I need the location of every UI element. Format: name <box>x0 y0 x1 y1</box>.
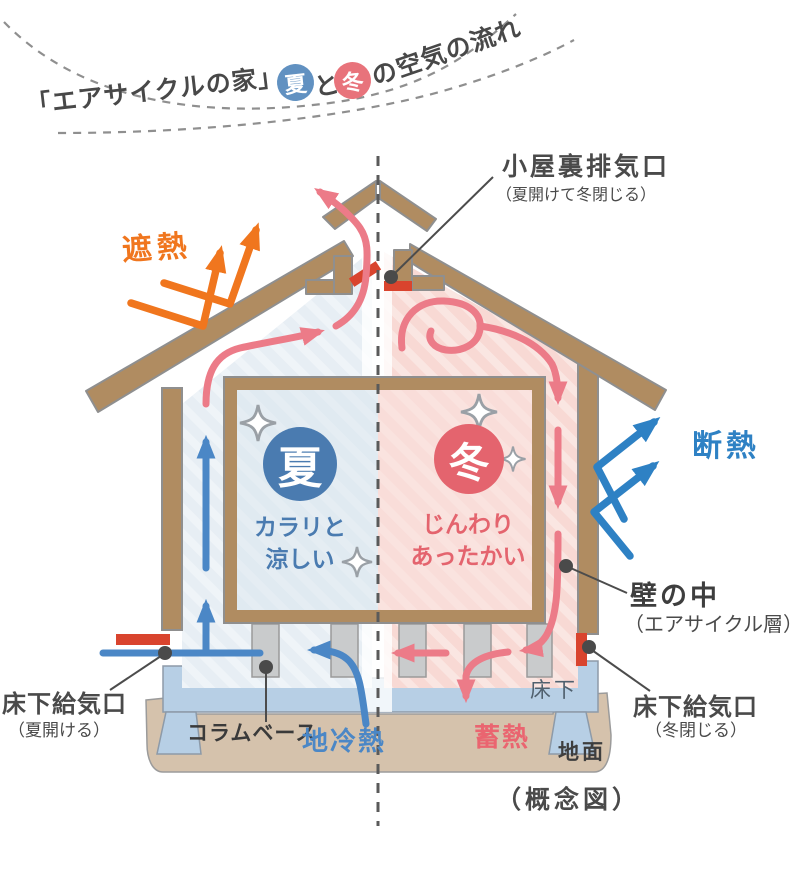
shade-label: 遮熱 <box>120 228 194 269</box>
leader-intake-summer <box>109 653 165 691</box>
sparkle-icon <box>341 546 373 578</box>
shade-arrow-1 <box>127 245 227 330</box>
summer-desc-line2: 涼しい <box>265 547 335 573</box>
squiggle-upper <box>3 13 517 110</box>
summer-room-badge: 夏 <box>263 427 337 501</box>
column-base-label: コラムベース <box>187 721 318 745</box>
intake-winter-label: 床下給気口 <box>633 693 758 721</box>
flow-attic-left <box>202 327 325 408</box>
winter-desc-line2: あったかい <box>410 544 526 570</box>
room-hatch <box>237 390 532 610</box>
monitor-roof-right <box>379 180 437 232</box>
flow-ground-coolth <box>306 640 370 728</box>
attic-shutter-closed <box>384 281 412 291</box>
leader-attic-vent <box>390 176 494 278</box>
leader-dot <box>384 270 398 284</box>
flow-heat-storage <box>456 648 512 704</box>
insulation-arrow-2 <box>590 461 660 560</box>
intake-summer-label: 床下給気口 <box>2 690 127 718</box>
flow-cavity-to-underfloor <box>518 530 562 658</box>
attic-vent-note: （夏開けて冬閉じる） <box>496 185 657 204</box>
summer-airflow-arrows <box>99 434 370 728</box>
vent-stub-right <box>411 275 445 291</box>
insulation-arrow-1 <box>593 416 661 523</box>
vent-wall-left <box>333 255 353 295</box>
outer-walls <box>161 357 599 635</box>
living-room <box>223 376 546 624</box>
sparkle-icon <box>500 446 526 472</box>
insulation-reflection-arrows <box>590 416 661 560</box>
intake-summer-note: （夏開ける） <box>8 721 110 741</box>
insulation-label: 断熱 <box>692 429 760 464</box>
shade-reflection-arrows <box>127 222 260 330</box>
attic-vent-label: 小屋裏排気口 <box>502 152 671 181</box>
underfloor-shutter-closed <box>576 633 587 666</box>
ground-label: 地面 <box>558 740 606 764</box>
leader-dot <box>158 646 172 660</box>
heat-storage-label: 蓄熱 <box>474 723 531 753</box>
leader-lines <box>109 176 651 722</box>
underfloor-label: 床下 <box>530 678 578 702</box>
ground-coolth-label: 地冷熱 <box>302 727 387 757</box>
leader-dot <box>259 660 273 674</box>
sparkle-icon <box>239 404 277 442</box>
vent-stub-left <box>305 279 335 295</box>
concept-figure-label: （概念図） <box>496 785 642 814</box>
winter-desc-line1: じんわり <box>422 512 514 538</box>
squiggle-lower <box>57 39 575 135</box>
foundation-foot-left <box>156 711 202 755</box>
leader-wall-cavity <box>565 565 628 594</box>
leader-dot <box>559 559 573 573</box>
shade-arrow-2 <box>160 222 260 308</box>
title-squiggle-lines <box>3 13 575 135</box>
leader-dot <box>582 640 596 654</box>
leader-dots <box>158 270 596 674</box>
sparkle-icons <box>239 393 526 578</box>
summer-desc-line1: カラリと <box>254 515 346 541</box>
wall-cavity-label: 壁の中 <box>630 581 720 612</box>
wall-cavity-note: （エアサイクル層） <box>624 612 800 636</box>
warm-airflow-arrows <box>202 188 568 704</box>
flow-roof-exhaust <box>314 188 371 330</box>
intake-winter-note: （冬閉じる） <box>645 721 747 741</box>
outer-wall-left <box>161 387 183 631</box>
leader-intake-winter <box>588 647 651 692</box>
underfloor-shutter-open <box>116 634 170 645</box>
monitor-roof-left <box>322 180 377 230</box>
winter-room-badge: 冬 <box>434 424 504 494</box>
outer-wall-right <box>577 357 599 635</box>
foundation-foot-right <box>548 711 596 755</box>
roof <box>85 180 667 413</box>
flow-wall-cavity-enter <box>476 322 568 406</box>
